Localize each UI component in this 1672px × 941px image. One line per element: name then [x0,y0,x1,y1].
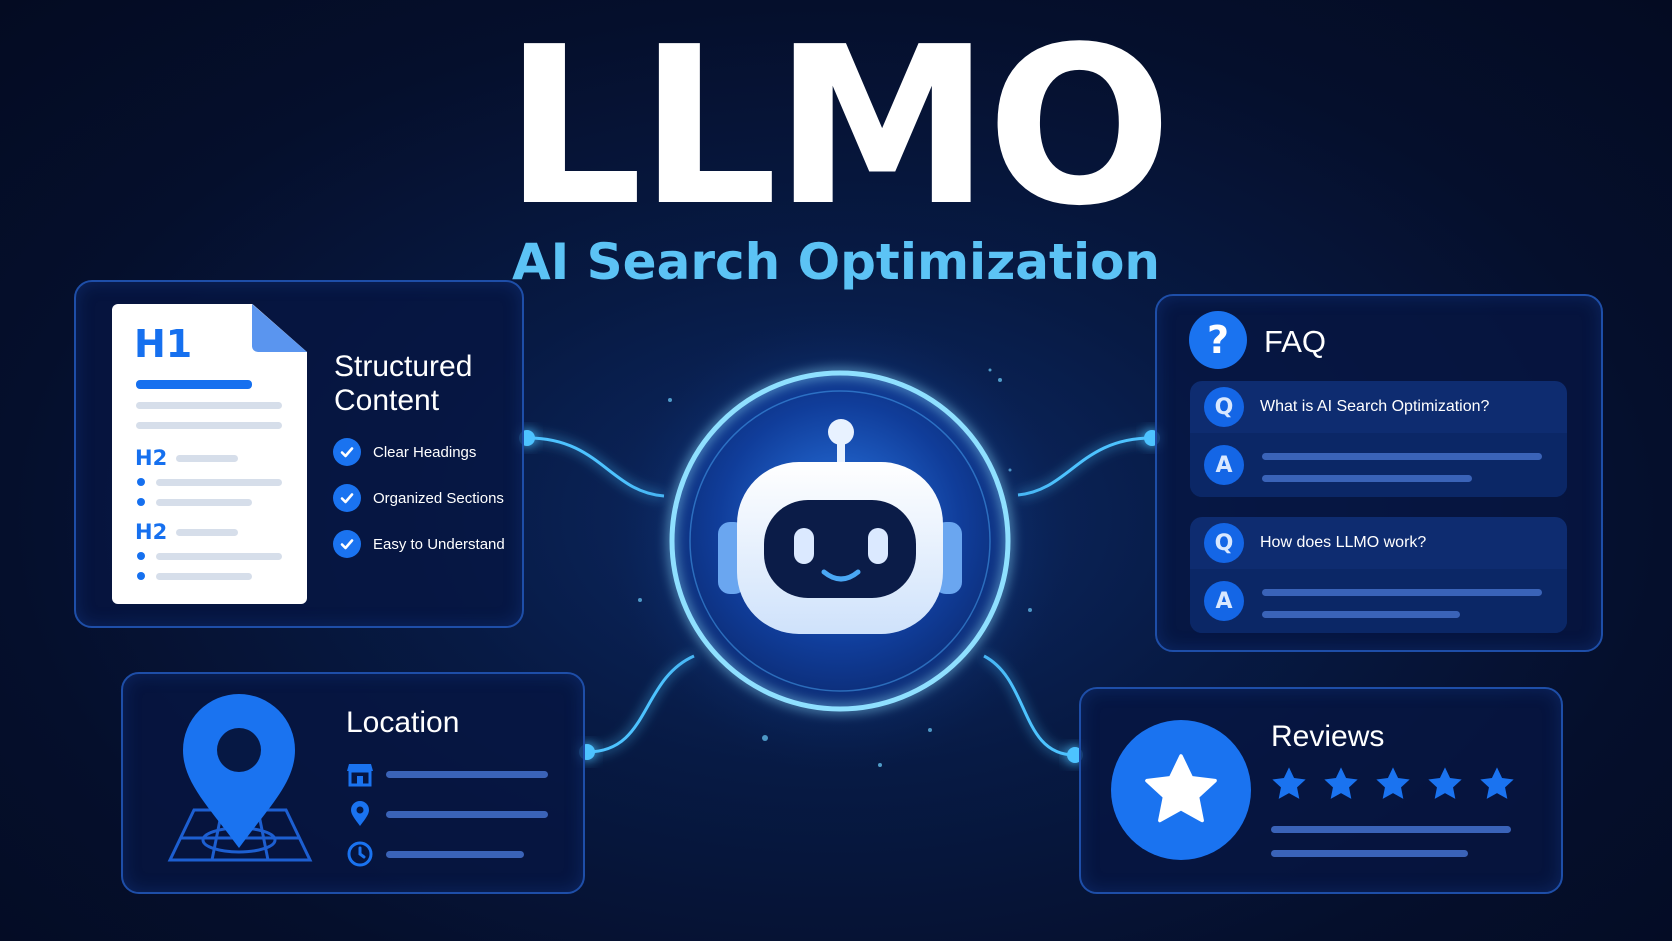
a-badge-icon: A [1204,445,1244,485]
doc-line [136,380,252,389]
title-line: Content [334,384,440,417]
faq-answer: A [1190,433,1567,497]
doc-heading-h1: H1 [134,322,193,366]
doc-bullet [137,498,145,506]
doc-line [156,553,282,560]
location-detail-line [386,851,524,858]
faq-question: How does LLMO work? [1260,534,1427,551]
q-badge-icon: Q [1204,523,1244,563]
doc-bullet [137,478,145,486]
page-subtitle: AI Search Optimization [511,233,1161,291]
feature-item: Organized Sections [333,483,504,513]
location-detail-line [386,771,548,778]
question-mark: ? [1206,318,1230,362]
location-title: Location [346,706,460,739]
star-icon [1145,754,1217,823]
clock-icon [347,841,373,867]
faq-item[interactable]: Q What is AI Search Optimization? A [1190,381,1567,497]
feature-label: Easy to Understand [373,535,505,553]
doc-heading-h2: H2 [135,520,168,544]
doc-line [156,573,252,580]
doc-line [176,455,238,462]
doc-line [156,479,282,486]
answer-line [1262,611,1460,618]
star-icon [1324,767,1358,799]
feature-label: Organized Sections [373,489,504,507]
review-line [1271,826,1511,833]
doc-line [136,402,282,409]
title-line: Structured [334,350,473,383]
doc-bullet [137,552,145,560]
star-rating [1268,763,1518,805]
page-title: LLMO [503,1,1172,254]
doc-bullet [137,572,145,580]
feature-label: Clear Headings [373,443,477,461]
check-icon [333,484,361,512]
feature-item: Clear Headings [333,437,476,467]
reviews-title: Reviews [1271,720,1385,753]
doc-heading-h2: H2 [135,446,168,470]
feature-item: Easy to Understand [333,529,505,559]
doc-line [136,422,282,429]
review-line [1271,850,1468,857]
doc-line [156,499,252,506]
faq-question: What is AI Search Optimization? [1260,398,1490,415]
robot-icon [610,311,1070,771]
a-badge-icon: A [1204,581,1244,621]
star-icon [1428,767,1462,799]
structured-content-title: Structured Content [334,350,472,418]
map-pin-icon [167,694,313,862]
faq-answer: A [1190,569,1567,633]
store-icon [347,764,373,787]
faq-item[interactable]: Q How does LLMO work? A [1190,517,1567,633]
q-badge-icon: Q [1204,387,1244,427]
location-detail-line [386,811,548,818]
map-pin-icon [351,801,369,826]
star-icon [1272,767,1306,799]
star-icon [1376,767,1410,799]
star-badge-icon [1111,720,1251,860]
check-icon [333,438,361,466]
answer-line [1262,453,1542,460]
faq-title: FAQ [1264,324,1327,359]
check-icon [333,530,361,558]
doc-line [176,529,238,536]
question-circle-icon: ? [1189,311,1247,369]
answer-line [1262,589,1542,596]
answer-line [1262,475,1472,482]
star-icon [1480,767,1514,799]
